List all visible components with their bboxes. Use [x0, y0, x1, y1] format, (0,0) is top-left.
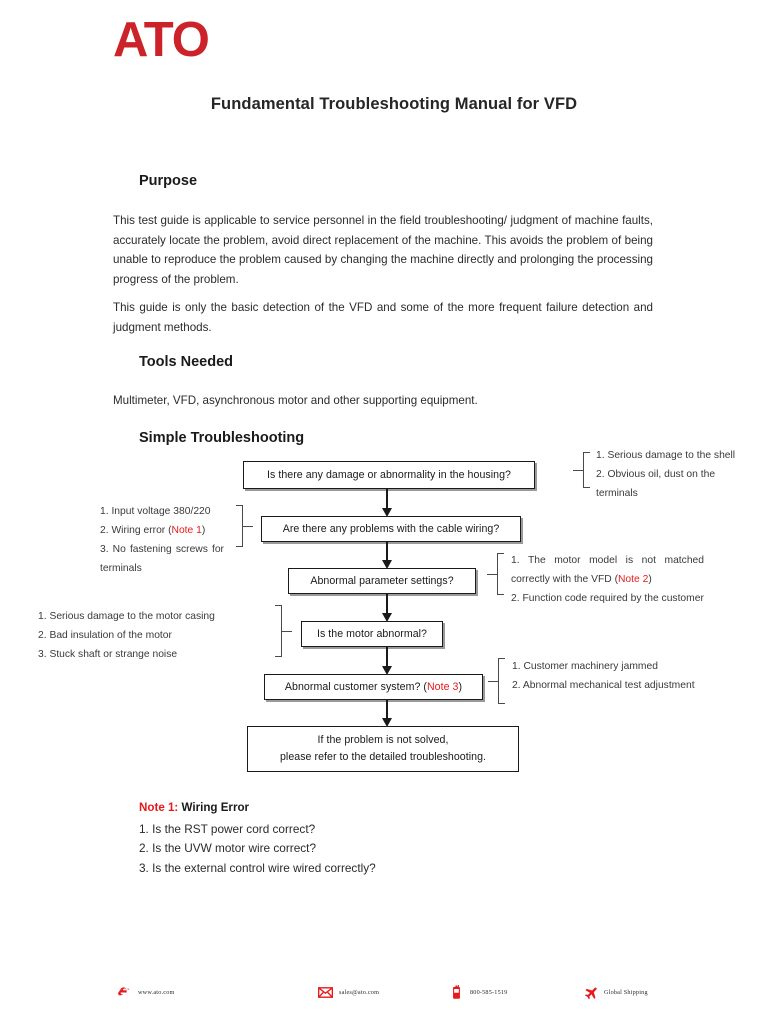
- bracket-motor: [275, 605, 292, 657]
- ato-logo: ATO: [113, 13, 210, 67]
- flow-node-parameters: Abnormal parameter settings?: [288, 568, 476, 594]
- flow-node-housing-label: Is there any damage or abnormality in th…: [267, 468, 511, 481]
- flow-node-final: If the problem is not solved, please ref…: [247, 726, 519, 772]
- footer-shipping[interactable]: Global Shipping: [583, 985, 648, 1000]
- footer-website-text: www.ato.com: [138, 989, 175, 996]
- bracket-stem: [487, 574, 498, 576]
- cable-note-suffix: ): [201, 525, 206, 536]
- flow-node-customer-system: Abnormal customer system? (Note 3): [264, 674, 483, 700]
- annotation-cable: 1. Input voltage 380/220 2. Wiring error…: [100, 502, 224, 578]
- note1-title: Wiring Error: [178, 801, 250, 814]
- flow-node-cable: Are there any problems with the cable wi…: [261, 516, 521, 542]
- bracket-stem: [488, 681, 499, 683]
- tools-paragraph: Multimeter, VFD, asynchronous motor and …: [113, 394, 478, 407]
- note1-label: Note 1:: [139, 801, 179, 814]
- footer-email[interactable]: sales@ato.com: [318, 985, 379, 1000]
- bracket-stem: [242, 526, 253, 528]
- flow-node-customer-system-label: Abnormal customer system? (Note 3): [285, 680, 462, 695]
- mobile-phone-icon: [453, 985, 460, 999]
- param-note-suffix: ): [648, 574, 652, 585]
- list-item: 2. Is the UVW motor wire correct?: [139, 841, 316, 856]
- annotation-housing: 1. Serious damage to the shell 2. Obviou…: [596, 450, 736, 499]
- annotation-cable-line1: 1. Input voltage 380/220: [100, 506, 211, 517]
- flow-arrow-3: [380, 594, 393, 622]
- flow-node-final-line1: If the problem is not solved,: [317, 734, 449, 746]
- annotation-cust-line2: 2. Abnormal mechanical test adjustment: [512, 680, 695, 691]
- annotation-cust-line1: 1. Customer machinery jammed: [512, 661, 658, 672]
- bracket-housing: [573, 452, 590, 488]
- footer-website[interactable]: www.ato.com: [117, 985, 175, 1000]
- customer-prefix: Abnormal customer system? (: [284, 680, 427, 693]
- cable-note-prefix: 2. Wiring error (: [100, 525, 172, 536]
- purpose-paragraph-1: This test guide is applicable to service…: [113, 214, 653, 286]
- bracket-customer: [488, 658, 505, 704]
- bracket-cable: [236, 505, 253, 547]
- footer-phone-text: 800-585-1519: [470, 989, 508, 996]
- heading-purpose: Purpose: [139, 173, 198, 189]
- footer-shipping-text: Global Shipping: [604, 989, 648, 996]
- bracket-parameters: [487, 553, 504, 595]
- envelope-icon: [318, 987, 333, 998]
- note1-heading: Note 1: Wiring Error: [139, 801, 249, 814]
- page-title: Fundamental Troubleshooting Manual for V…: [210, 95, 578, 113]
- list-item: 1. Is the RST power cord correct?: [139, 822, 316, 836]
- flow-node-parameters-label: Abnormal parameter settings?: [310, 574, 454, 587]
- cable-note-ref: Note 1: [171, 525, 202, 536]
- list-item: 3. Is the external control wire wired co…: [139, 860, 376, 875]
- annotation-param-line2: 2. Function code required by the custome…: [511, 593, 704, 604]
- bracket-stem: [281, 631, 292, 633]
- annotation-param-line1: 1. The motor model is not matched correc…: [511, 551, 704, 589]
- heading-simple-troubleshooting: Simple Troubleshooting: [139, 430, 305, 446]
- flow-node-cable-label: Are there any problems with the cable wi…: [282, 522, 500, 535]
- heading-tools-needed: Tools Needed: [139, 354, 233, 370]
- param-note-prefix: 1. The motor model is not matched correc…: [511, 555, 704, 585]
- flow-node-motor: Is the motor abnormal?: [301, 621, 443, 647]
- airplane-icon: [584, 987, 597, 1000]
- note1-list: 1. Is the RST power cord correct? 2. Is …: [139, 820, 376, 878]
- internet-explorer-icon: [118, 987, 129, 996]
- footer-email-text: sales@ato.com: [339, 989, 380, 996]
- annotation-cable-line2: 2. Wiring error (Note 1): [100, 521, 224, 540]
- page-footer: www.ato.com sales@ato.com 800-585-1519: [0, 978, 768, 1008]
- annotation-cable-line3: 3. No fastening screws for terminals: [100, 544, 224, 574]
- customer-suffix: ): [458, 680, 463, 693]
- flow-arrow-1: [380, 489, 393, 517]
- purpose-paragraph-2: This guide is only the basic detection o…: [113, 301, 653, 334]
- bracket-stem: [573, 470, 584, 472]
- flow-arrow-5: [380, 700, 393, 727]
- param-note-ref: Note 2: [618, 574, 649, 585]
- flow-arrow-4: [380, 647, 393, 675]
- annotation-motor: 1. Serious damage to the motor casing 2.…: [38, 611, 215, 660]
- flow-node-housing: Is there any damage or abnormality in th…: [243, 461, 535, 489]
- flow-node-motor-label: Is the motor abnormal?: [316, 627, 428, 640]
- flow-arrow-2: [380, 542, 393, 569]
- footer-phone[interactable]: 800-585-1519: [449, 985, 507, 1000]
- customer-note-ref: Note 3: [426, 680, 459, 693]
- flow-node-final-line2: please refer to the detailed troubleshoo…: [279, 751, 487, 763]
- annotation-customer: 1. Customer machinery jammed 2. Abnormal…: [512, 657, 698, 695]
- annotation-parameters: 1. The motor model is not matched correc…: [511, 551, 704, 608]
